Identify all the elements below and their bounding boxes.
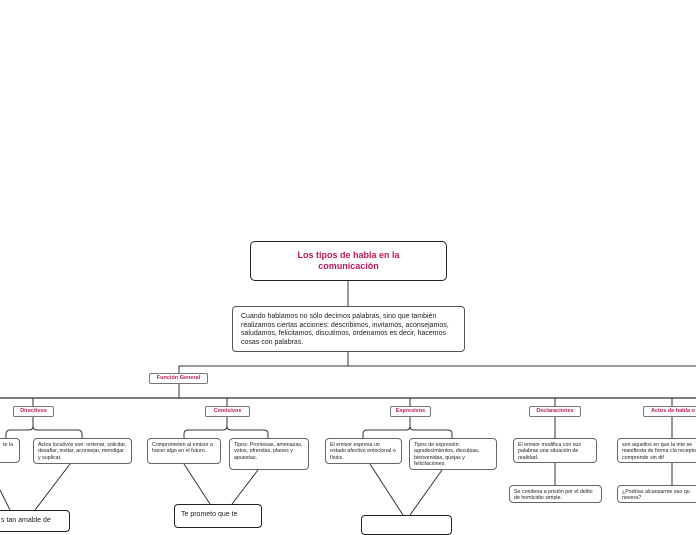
- expresivos-definicion-node[interactable]: El emisor expresa un estado afectivo emo…: [325, 438, 402, 464]
- directivos-label: Directivos: [20, 408, 47, 414]
- comisivos-definicion-node[interactable]: Comprometen al emisor a hacer algo en el…: [147, 438, 221, 464]
- description-node[interactable]: Cuando hablamos no sólo decimos palabras…: [232, 306, 465, 352]
- directivos-actos-node[interactable]: Actos locutivos son: ordenar, solicitar,…: [33, 438, 132, 464]
- declaraciones-definicion-text: El emisor modifica con sus palabras una …: [518, 442, 581, 461]
- expresivos-definicion-text: El emisor expresa un estado afectivo emo…: [330, 442, 396, 461]
- expresivos-tipos-text: Tipos de expresión: agradecimientos, dis…: [414, 442, 480, 468]
- comisivos-node[interactable]: Comisivos: [205, 406, 250, 417]
- expresivos-example-node[interactable]: [361, 515, 452, 535]
- expresivos-label: Expresivos: [395, 408, 426, 414]
- funcion-general-label: Función General: [156, 375, 201, 381]
- declaraciones-definicion-node[interactable]: El emisor modifica con sus palabras una …: [513, 438, 597, 463]
- expresivos-tipos-node[interactable]: Tipos de expresión: agradecimientos, dis…: [409, 438, 497, 470]
- directivos-example-node[interactable]: s tan amable de: [0, 510, 70, 532]
- declaraciones-node[interactable]: Declaraciones: [529, 406, 581, 417]
- connector-lines: [0, 281, 696, 516]
- description-text: Cuando hablamos no sólo decimos palabras…: [241, 313, 449, 346]
- declaraciones-label: Declaraciones: [536, 408, 574, 414]
- directivos-left-fragment: te la: [3, 442, 14, 448]
- comisivos-tipos-text: Tipos: Promesas, amenazas, votos, ofrend…: [234, 442, 303, 461]
- directivos-left-fragment-node[interactable]: te la: [0, 438, 20, 463]
- comisivos-example-text: Te prometo que te: [181, 511, 238, 518]
- actos-indirectos-example-node[interactable]: ¿Podrías alcanzarme eso qu nevera?: [617, 485, 696, 503]
- comisivos-example-node[interactable]: Te prometo que te: [174, 504, 262, 528]
- actos-indirectos-example-text: ¿Podrías alcanzarme eso qu nevera?: [622, 489, 690, 502]
- declaraciones-example-node[interactable]: Se condena a prisión por el delito de ho…: [509, 485, 602, 503]
- comisivos-tipos-node[interactable]: Tipos: Promesas, amenazas, votos, ofrend…: [229, 438, 309, 470]
- actos-indirectos-definicion-node[interactable]: son aquellos en que la inte se manifiest…: [617, 438, 696, 463]
- directivos-node[interactable]: Directivos: [13, 406, 54, 417]
- actos-indirectos-node[interactable]: Actos de habla o: [643, 406, 696, 417]
- comisivos-label: Comisivos: [213, 408, 242, 414]
- root-title-node[interactable]: Los tipos de habla en la comunicación: [250, 241, 447, 281]
- declaraciones-example-text: Se condena a prisión por el delito de ho…: [514, 489, 593, 502]
- directivos-actos-text: Actos locutivos son: ordenar, solicitar,…: [38, 442, 127, 461]
- funcion-general-node[interactable]: Función General: [149, 373, 208, 384]
- root-title: Los tipos de habla en la comunicación: [297, 250, 400, 271]
- actos-indirectos-definicion-text: son aquellos en que la inte se manifiest…: [622, 442, 696, 461]
- directivos-example-text: s tan amable de: [1, 517, 51, 524]
- comisivos-definicion-text: Comprometen al emisor a hacer algo en el…: [152, 442, 213, 455]
- expresivos-node[interactable]: Expresivos: [390, 406, 431, 417]
- actos-indirectos-label: Actos de habla o: [650, 408, 695, 414]
